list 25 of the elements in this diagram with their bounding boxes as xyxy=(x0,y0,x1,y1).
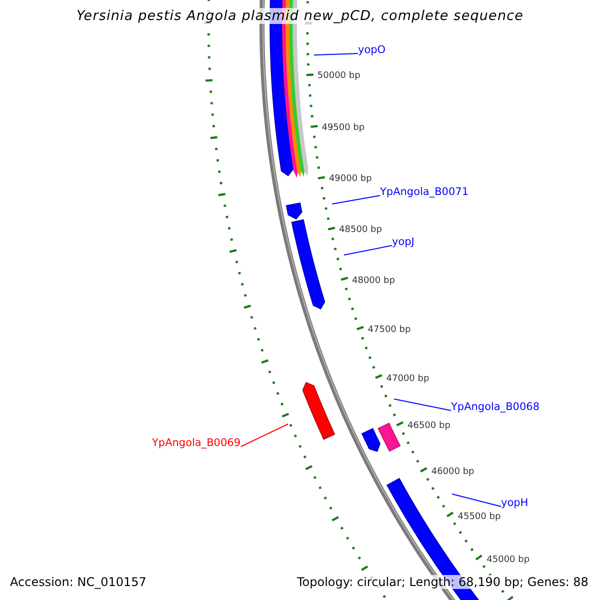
gene-label: YpAngola_B0069 xyxy=(152,436,241,450)
scale-label: 49000 bp xyxy=(328,174,372,186)
scale-label: 47000 bp xyxy=(386,374,430,384)
gene-label: yopO xyxy=(358,44,386,56)
gene-label: YpAngola_B0071 xyxy=(380,186,469,198)
scale-label: 45500 bp xyxy=(458,512,501,523)
gene-label: YpAngola_B0068 xyxy=(451,400,540,414)
leader-line xyxy=(240,424,288,447)
leader-line xyxy=(452,494,502,507)
scale-label: 49500 bp xyxy=(322,123,365,134)
leader-line xyxy=(344,245,392,256)
leader-line xyxy=(394,398,452,411)
gene-label: yopJ xyxy=(392,236,414,248)
scale-label: 47500 bp xyxy=(368,325,411,336)
scale-label: 45000 bp xyxy=(486,554,530,566)
scale-label: 48000 bp xyxy=(352,276,395,286)
footer-text: Topology: circular; Length: 68,190 bp; Genes: 88 xyxy=(295,575,590,590)
leader-line xyxy=(314,53,358,56)
leader-line xyxy=(332,195,380,204)
scale-label: 46000 bp xyxy=(431,467,474,478)
scale-label: 50000 bp xyxy=(317,71,360,82)
scale-label: 46500 bp xyxy=(408,420,450,432)
gene-label: yopH xyxy=(501,496,528,510)
scale-label: 48500 bp xyxy=(339,225,382,236)
footer-text: Accession: NC_010157 xyxy=(8,575,148,590)
